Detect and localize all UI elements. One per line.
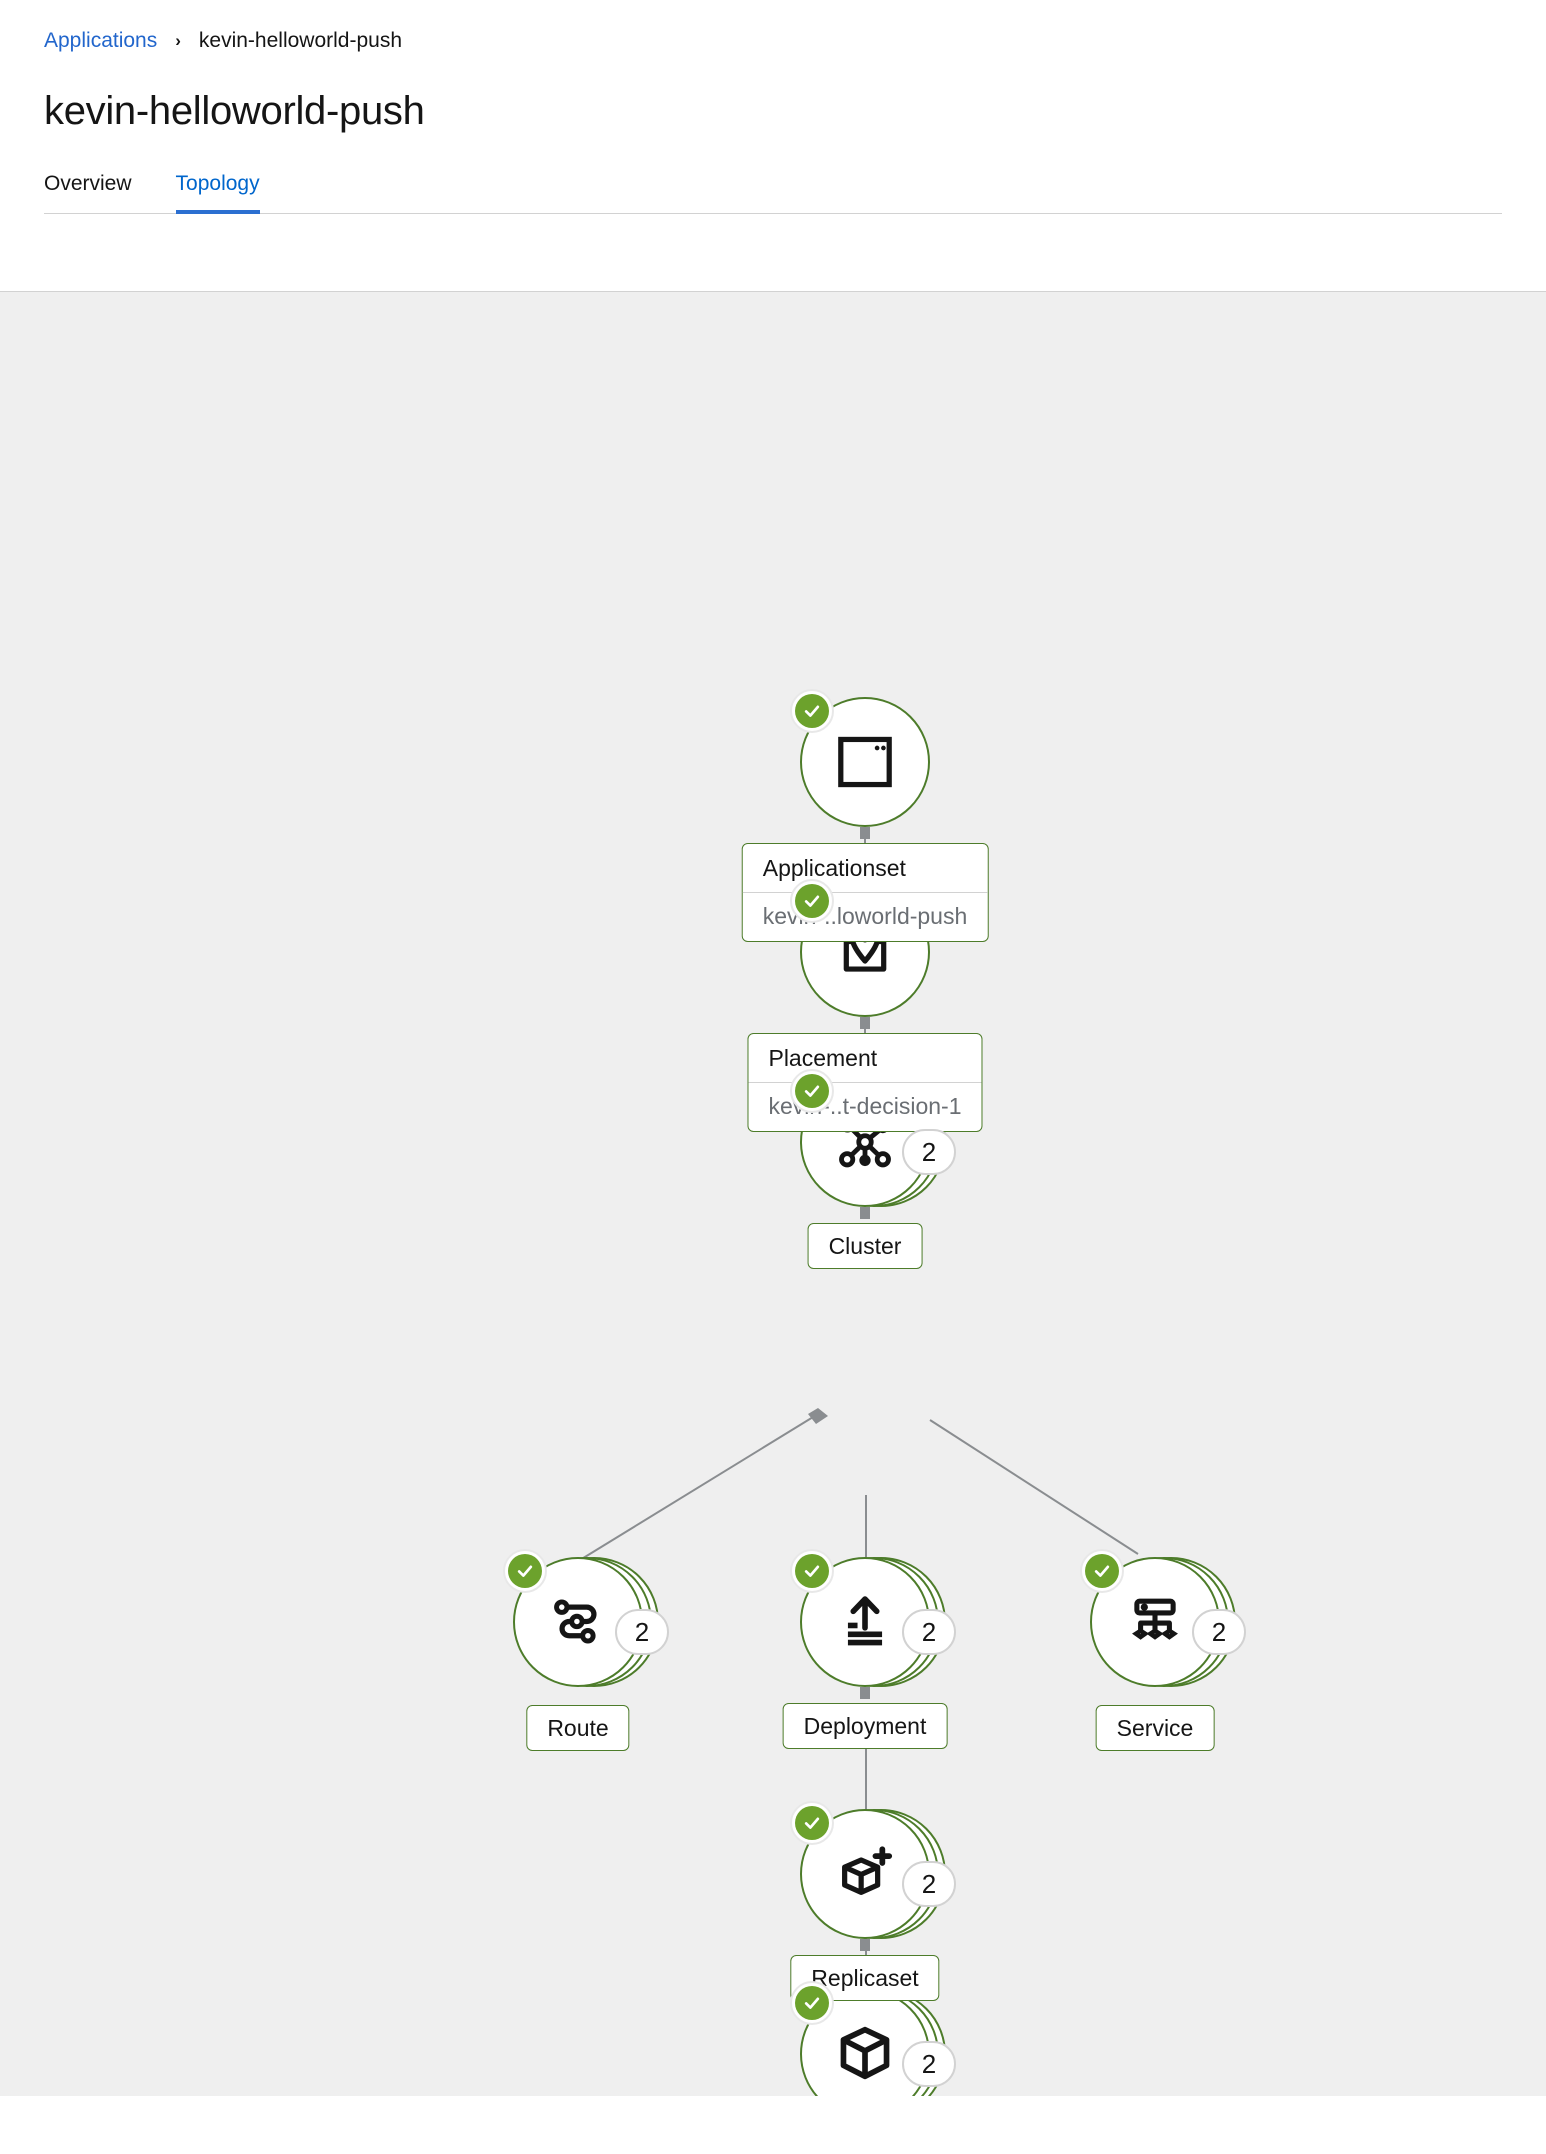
healthy-check-icon [795, 694, 829, 729]
replicaset-count-badge: 2 [902, 1861, 956, 1908]
edge-arrow-route [808, 1408, 828, 1425]
topology-node-deployment[interactable]: 2 Deployment [782, 1549, 956, 1750]
tab-overview-label: Overview [44, 172, 132, 195]
node-label: Applicationset [762, 855, 906, 882]
status-badge [1080, 1549, 1124, 1594]
breadcrumb: Applications › kevin-helloworld-push [44, 30, 1502, 51]
service-count-badge: 2 [1192, 1609, 1246, 1656]
topology-node-replicaset[interactable]: 2 Replicaset [790, 1801, 956, 2002]
topology-node-applicationset[interactable]: Applicationset kevin-..loworld-push [741, 689, 989, 943]
status-badge [790, 1069, 834, 1114]
topology-node-pod[interactable]: 2 Pod [790, 1981, 956, 2097]
page-header: Applications › kevin-helloworld-push kev… [0, 0, 1546, 215]
status-badge [503, 1549, 547, 1594]
placement-label-box[interactable]: Placement kevin-..t-decision-1 [747, 1033, 983, 1133]
node-label: Service [1116, 1715, 1194, 1742]
breadcrumb-applications-link[interactable]: Applications [44, 29, 158, 52]
edge-cluster-route [579, 1413, 819, 1561]
topology-node-route[interactable]: 2 Route [503, 1549, 669, 1752]
healthy-check-icon [795, 1806, 829, 1841]
healthy-check-icon [795, 884, 829, 919]
route-label-box[interactable]: Route [526, 1705, 630, 1752]
node-label: Deployment [803, 1713, 927, 1740]
node-label: Cluster [828, 1233, 902, 1260]
node-stub [860, 1017, 870, 1030]
deployment-count-badge: 2 [902, 1609, 956, 1656]
node-label: Route [547, 1715, 609, 1742]
tab-bar: Overview Topology [44, 172, 1502, 215]
replicaset-label-box[interactable]: Replicaset [790, 1955, 940, 2002]
node-label: Placement [768, 1045, 878, 1072]
applicationset-label-box[interactable]: Applicationset kevin-..loworld-push [741, 843, 989, 943]
pod-count-badge: 2 [902, 2041, 956, 2088]
breadcrumb-separator-icon: › [175, 31, 181, 50]
tab-overview[interactable]: Overview [0, 172, 154, 213]
edge-cluster-service [929, 1419, 1139, 1555]
deployment-arrow-icon [847, 1596, 883, 1646]
service-topology-icon [1132, 1598, 1178, 1640]
node-stub [860, 827, 870, 840]
healthy-check-icon [795, 1074, 829, 1109]
status-badge [790, 689, 834, 734]
status-badge [790, 1801, 834, 1846]
status-badge [790, 1549, 834, 1594]
healthy-check-icon [795, 1986, 829, 2021]
route-path-icon [554, 1599, 597, 1644]
healthy-check-icon [508, 1554, 542, 1589]
tab-topology-label: Topology [175, 172, 260, 195]
topology-edges [579, 827, 1139, 2063]
node-stub [860, 1939, 870, 1952]
topology-toolbar [0, 214, 1546, 293]
topology-canvas[interactable]: Applicationset kevin-..loworld-push [0, 292, 1546, 2097]
healthy-check-icon [795, 1554, 829, 1589]
replicaset-cube-plus-icon [842, 1846, 893, 1896]
cluster-label-box[interactable]: Cluster [807, 1223, 923, 1270]
status-badge [790, 879, 834, 924]
node-stub [860, 1687, 870, 1700]
applicationset-icon [838, 736, 892, 788]
topology-node-service[interactable]: 2 Service [1080, 1549, 1246, 1752]
cluster-count-badge: 2 [902, 1129, 956, 1176]
page-title: kevin-helloworld-push [44, 89, 425, 133]
node-sublabel: kevin-..loworld-push [742, 892, 988, 941]
deployment-node-circle[interactable] [800, 1557, 930, 1688]
breadcrumb-current: kevin-helloworld-push [198, 29, 403, 52]
node-sublabel: kevin-..t-decision-1 [748, 1082, 982, 1131]
tab-topology[interactable]: Topology [154, 172, 282, 215]
node-stub [860, 1207, 870, 1220]
deployment-label-box[interactable]: Deployment [782, 1703, 948, 1750]
pod-cube-icon [840, 2026, 890, 2080]
route-count-badge: 2 [615, 1609, 669, 1656]
status-badge [790, 1981, 834, 2026]
node-label: Replicaset [811, 1965, 919, 1992]
service-label-box[interactable]: Service [1095, 1705, 1215, 1752]
healthy-check-icon [1085, 1554, 1119, 1589]
